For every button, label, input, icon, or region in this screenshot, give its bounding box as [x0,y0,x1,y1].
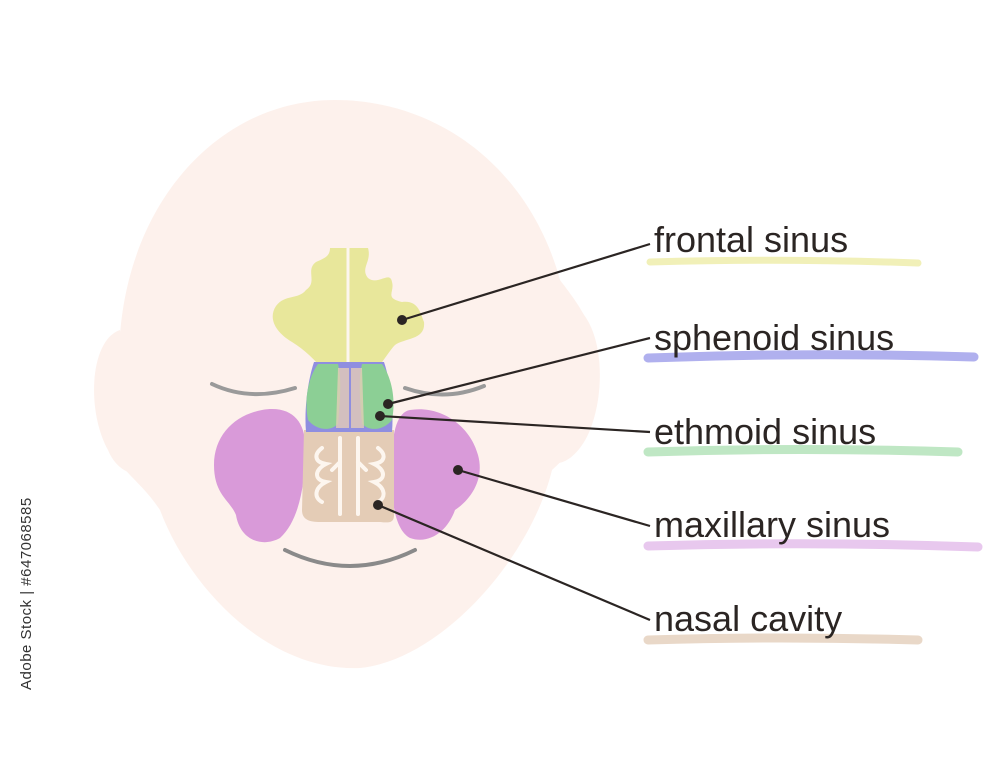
ethmoid-dot [375,411,385,421]
stock-watermark-text: Adobe Stock | #647068585 [18,497,35,690]
sphenoid-dot [383,399,393,409]
label-maxillary-sinus: maxillary sinus [654,504,890,545]
label-ethmoid-sinus: ethmoid sinus [654,411,876,452]
maxillary-dot [453,465,463,475]
right-ear [548,300,600,463]
nasal-dot [373,500,383,510]
frontal-dot [397,315,407,325]
stock-watermark: Adobe Stock | #647068585 [6,530,30,690]
frontal-highlight [650,260,918,263]
label-frontal-sinus: frontal sinus [654,219,848,260]
label-sphenoid-sinus: sphenoid sinus [654,317,894,358]
label-nasal-cavity: nasal cavity [654,598,842,639]
